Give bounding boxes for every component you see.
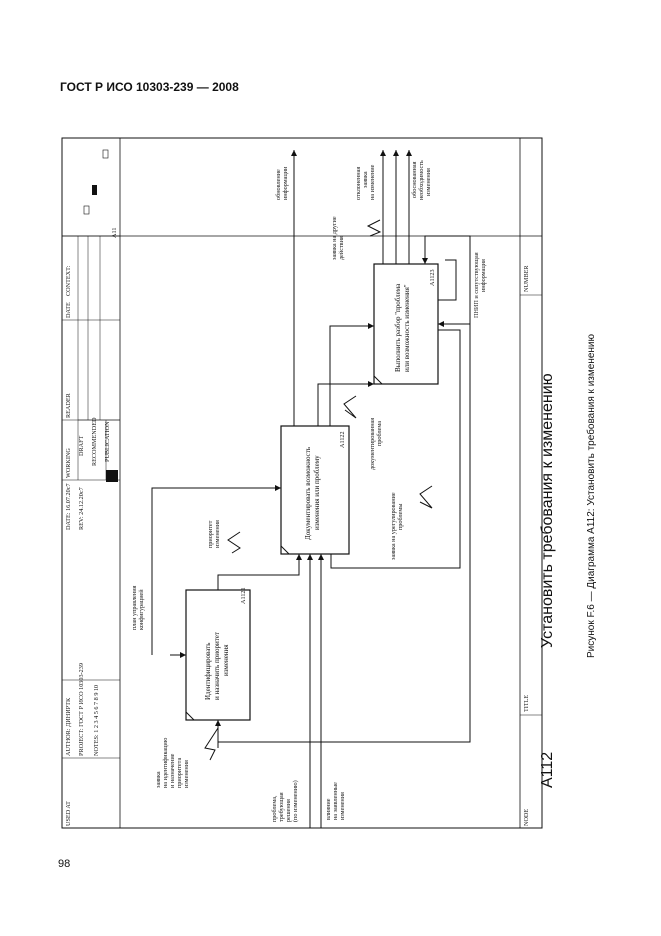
doc-problem-line-2: проблема <box>376 421 383 446</box>
reader-label: READER <box>65 392 72 418</box>
activity-box-2 <box>280 425 350 555</box>
activity-2-line-1: Документировать возможность <box>304 447 312 540</box>
prioritized-line-1: приоритет <box>207 520 214 548</box>
activity-box-3 <box>373 263 439 385</box>
prioritized-line-2: изменения <box>214 520 221 548</box>
activity-1-line-3: изменения <box>222 644 230 676</box>
title-label: TITLE <box>523 695 530 712</box>
diagram-frame <box>61 137 543 829</box>
mech-line-1: ПНИП и сопутствующая <box>473 252 480 318</box>
request-resolve-line-1: заявка на урегулирование <box>390 492 397 560</box>
page-number: 98 <box>58 858 71 870</box>
justified-line-3: изменения <box>425 168 432 196</box>
control-1-line-1: план управления <box>131 585 138 630</box>
activity-3-line-2: или возможность изменения" <box>403 284 411 372</box>
input-3-line-3: изменения <box>339 792 346 820</box>
recommended-label: RECOMMENDED <box>91 417 98 466</box>
node-label: NODE <box>523 809 530 826</box>
activity-3-line-1: Выполнить разбор "проблема <box>394 283 402 372</box>
doc-problem-line-1: документированная <box>369 418 376 470</box>
activity-1-line-1: Идентифицировать <box>204 643 212 700</box>
context-node: A11 <box>111 228 118 238</box>
rejected-line-1: отклоненная <box>355 167 362 200</box>
input-3-line-1: влияние <box>325 798 332 820</box>
output-info-line-2: информации <box>282 166 289 200</box>
input-1-line-1: заявка <box>155 771 162 788</box>
draft-label: DRAFT <box>78 435 85 456</box>
activity-1-line-2: и назначить приоритет <box>213 632 221 700</box>
request-other-line-2: действия <box>338 236 345 260</box>
node-value: A112 <box>539 752 556 788</box>
input-1-line-5: изменения <box>183 760 190 788</box>
control-1-line-2: конфигурацией <box>138 589 145 630</box>
date-label: DATE: 16.07.20с7 <box>65 483 72 530</box>
justified-line-1: обоснованная <box>411 161 418 198</box>
arrow-box1-box2 <box>217 554 300 590</box>
mech-line-2: информация <box>480 259 487 292</box>
output-info-line-1: обновление <box>275 169 282 200</box>
author-label: AUTHOR: ДИНИРТК <box>65 697 72 756</box>
rejected-line-3: на изменение <box>369 164 376 200</box>
figure-caption: Рисунок F.6 — Диаграмма А112: Установить… <box>585 334 597 658</box>
request-resolve-line-2: проблемы <box>397 503 404 530</box>
document-header: ГОСТ Р ИСО 10303-239 — 2008 <box>60 80 239 94</box>
input-1-line-2: на идентификацию <box>162 737 169 788</box>
activity-3-node: A1123 <box>429 269 436 286</box>
input-3-line-2: на заявленные <box>332 782 339 820</box>
number-label: NUMBER <box>523 265 530 292</box>
activity-1-node: A1121 <box>240 587 247 604</box>
input-1-line-4: приоритета <box>176 758 183 788</box>
working-label: WORKING <box>65 448 72 478</box>
context-label: CONTEXT: <box>65 265 72 296</box>
rejected-line-2: заявка <box>362 171 369 188</box>
input-2-line-1: проблема, <box>271 795 278 822</box>
input-2-line-4: (по изменению) <box>292 780 299 822</box>
input-2-line-3: решения <box>285 799 292 822</box>
notes-label: NOTES: 1 2 3 4 5 6 7 8 9 10 <box>93 685 100 756</box>
input-1-line-3: и назначение <box>169 753 176 788</box>
publication-label: PUBLICATION <box>104 421 111 462</box>
activity-2-node: A1122 <box>339 431 346 448</box>
activity-2-line-2: изменения или проблему <box>313 455 321 530</box>
request-other-line-1: заявка на другие <box>331 216 338 260</box>
date2-label: DATE <box>65 302 72 318</box>
used-at-label: USED AT <box>65 801 72 826</box>
input-2-line-2: требующая <box>278 792 285 822</box>
justified-line-2: необходимость <box>418 160 425 200</box>
rev-label: REV: 24.12.20с7 <box>78 487 85 530</box>
title-value: Установить требования к изменению <box>539 373 556 648</box>
project-label: PROJECT: ГОСТ Р ИСО 10303-239 <box>78 663 85 756</box>
